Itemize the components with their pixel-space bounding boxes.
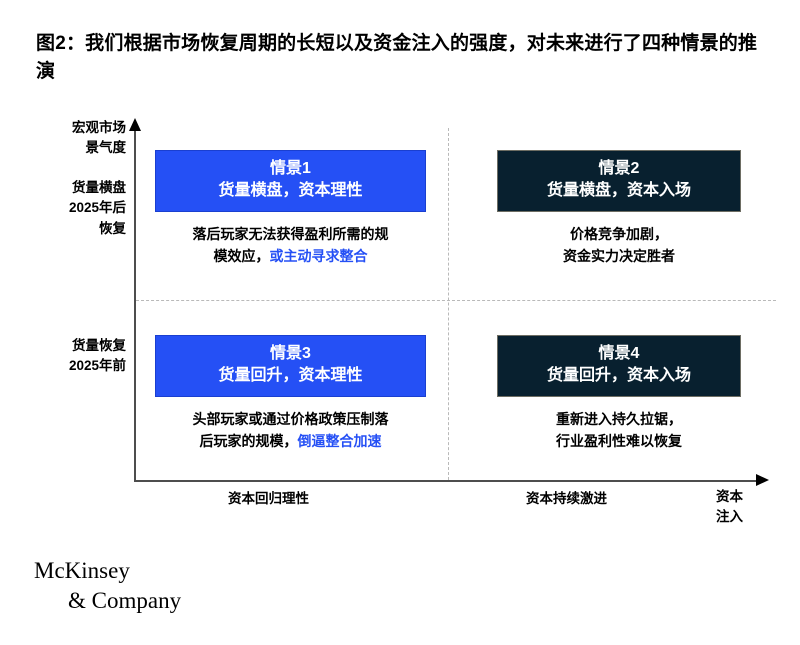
scenario-2-header: 情景2 货量横盘，资本入场: [497, 150, 741, 212]
scenario-3-body-highlight: 倒逼整合加速: [297, 432, 382, 449]
scenario-1-title: 情景1: [270, 160, 311, 177]
horizontal-divider: [136, 300, 776, 301]
scenario-2-body-line-2: 资金实力决定胜者: [563, 247, 675, 264]
x-axis-tick-left: 资本回归理性: [228, 491, 309, 506]
scenario-3-title: 情景3: [270, 345, 311, 362]
y-tick-upper-line-3: 恢复: [99, 220, 126, 236]
y-axis-tick-lower: 货量恢复 2025年前: [28, 336, 126, 377]
scenario-1-body: 落后玩家无法获得盈利所需的规 模效应，或主动寻求整合: [155, 224, 426, 267]
mckinsey-logo: McKinsey & Company: [34, 556, 181, 616]
x-axis-tick-right: 资本持续激进: [526, 491, 607, 506]
scenario-1-body-highlight: 或主动寻求整合: [269, 247, 368, 264]
x-axis-line: [134, 480, 758, 482]
quadrant-scenario-3: 情景3 货量回升，资本理性 头部玩家或通过价格政策压制落 后玩家的规模，倒逼整合…: [155, 335, 426, 452]
y-axis-title-line-1: 宏观市场: [72, 120, 126, 135]
y-axis-title-line-2: 景气度: [85, 140, 127, 156]
page-title: 图2：我们根据市场恢复周期的长短以及资金注入的强度，对未来进行了四种情景的推演: [36, 33, 758, 82]
y-axis-arrow-icon: [129, 118, 141, 131]
scenario-4-subtitle: 货量回升，资本入场: [546, 366, 691, 384]
y-axis-line: [134, 130, 136, 481]
scenario-4-body: 重新进入持久拉锯， 行业盈利性难以恢复: [497, 409, 741, 452]
quadrant-scenario-4: 情景4 货量回升，资本入场 重新进入持久拉锯， 行业盈利性难以恢复: [497, 335, 741, 452]
scenario-2-body-line-1: 价格竞争加剧，: [570, 225, 668, 242]
scenario-3-body: 头部玩家或通过价格政策压制落 后玩家的规模，倒逼整合加速: [155, 409, 426, 452]
scenario-2-body: 价格竞争加剧， 资金实力决定胜者: [497, 224, 741, 267]
quadrant-scenario-1: 情景1 货量横盘，资本理性 落后玩家无法获得盈利所需的规 模效应，或主动寻求整合: [155, 150, 426, 267]
scenario-4-body-line-1: 重新进入持久拉锯，: [556, 410, 682, 427]
vertical-divider: [448, 128, 449, 480]
y-axis-title: 宏观市场 景气度: [28, 118, 126, 159]
logo-line-1: McKinsey: [34, 558, 130, 583]
scenario-3-body-line-1: 头部玩家或通过价格政策压制落: [192, 410, 389, 427]
scenario-1-body-line-1: 落后玩家无法获得盈利所需的规: [192, 225, 389, 242]
y-tick-upper-line-2: 2025年后: [68, 200, 126, 216]
scenario-1-header: 情景1 货量横盘，资本理性: [155, 150, 426, 212]
scenario-3-header: 情景3 货量回升，资本理性: [155, 335, 426, 397]
x-axis-title-line-2: 注入: [716, 509, 743, 525]
x-axis-title-line-1: 资本: [716, 489, 743, 504]
scenario-2-subtitle: 货量横盘，资本入场: [546, 181, 691, 199]
scenario-3-subtitle: 货量回升，资本理性: [218, 366, 363, 384]
scenario-2-title: 情景2: [598, 160, 640, 177]
y-tick-lower-line-2: 2025年前: [68, 358, 126, 374]
y-tick-upper-line-1: 货量横盘: [72, 180, 126, 195]
y-tick-lower-line-1: 货量恢复: [72, 338, 126, 353]
quadrant-scenario-2: 情景2 货量横盘，资本入场 价格竞争加剧， 资金实力决定胜者: [497, 150, 741, 267]
scenario-4-header: 情景4 货量回升，资本入场: [497, 335, 741, 397]
logo-line-2: & Company: [68, 587, 182, 613]
x-axis-title: 资本 注入: [716, 487, 762, 528]
x-axis-arrow-icon: [756, 474, 769, 486]
scenario-1-subtitle: 货量横盘，资本理性: [218, 181, 363, 199]
scenario-3-body-line-2: 后玩家的规模，: [199, 432, 298, 449]
scenario-4-body-line-2: 行业盈利性难以恢复: [556, 432, 682, 449]
scenario-4-title: 情景4: [598, 345, 640, 362]
scenario-1-body-line-2: 模效应，: [213, 247, 270, 264]
y-axis-tick-upper: 货量横盘 2025年后 恢复: [28, 178, 126, 239]
